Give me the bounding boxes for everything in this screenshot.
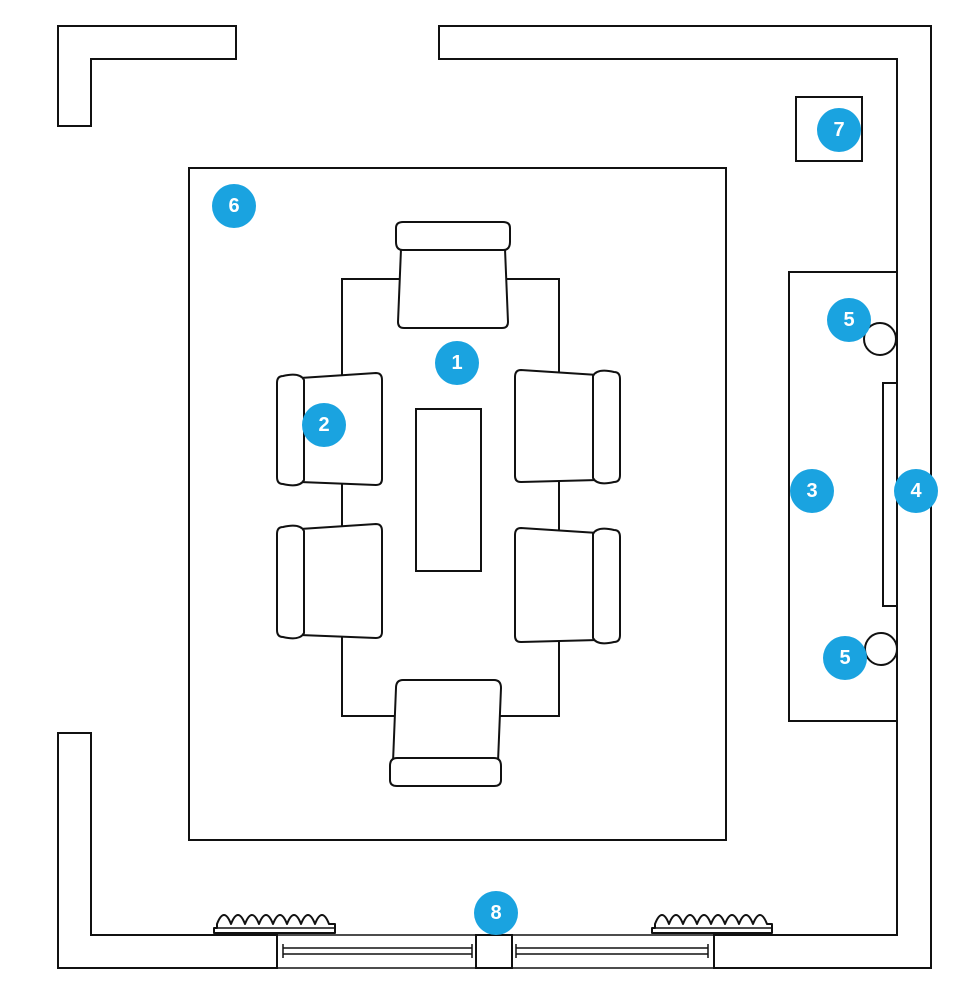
marker-2: 2 bbox=[302, 403, 346, 447]
marker-7: 7 bbox=[817, 108, 861, 152]
plant-row-left bbox=[213, 914, 336, 934]
marker-label: 5 bbox=[839, 647, 850, 669]
marker-label: 1 bbox=[451, 352, 462, 374]
chair-bottom bbox=[389, 679, 502, 787]
speaker-bottom bbox=[864, 632, 898, 666]
wall-bottom-pillar bbox=[475, 934, 513, 969]
table-centerpiece bbox=[415, 408, 482, 572]
marker-label: 2 bbox=[318, 414, 329, 436]
window-right bbox=[511, 934, 715, 969]
marker-8: 8 bbox=[474, 891, 518, 935]
marker-label: 3 bbox=[806, 480, 817, 502]
plant-row-right bbox=[651, 914, 773, 934]
chair-left-lower bbox=[276, 523, 383, 640]
marker-4: 4 bbox=[894, 469, 938, 513]
marker-6: 6 bbox=[212, 184, 256, 228]
marker-label: 7 bbox=[833, 119, 844, 141]
marker-1: 1 bbox=[435, 341, 479, 385]
marker-label: 4 bbox=[910, 480, 922, 502]
markers: 1 2 3 4 5 5 6 7 8 bbox=[212, 108, 938, 935]
marker-label: 6 bbox=[228, 195, 239, 217]
marker-label: 5 bbox=[843, 309, 854, 331]
marker-5-bottom: 5 bbox=[823, 636, 867, 680]
speaker-top bbox=[863, 322, 897, 356]
chair-top bbox=[395, 221, 511, 329]
rug bbox=[188, 167, 727, 841]
window-left bbox=[276, 934, 477, 969]
chair-right-upper bbox=[514, 369, 621, 485]
marker-3: 3 bbox=[790, 469, 834, 513]
wall-top-left bbox=[57, 25, 237, 127]
marker-5-top: 5 bbox=[827, 298, 871, 342]
chair-right-lower bbox=[514, 527, 621, 645]
side-table bbox=[795, 96, 863, 162]
bottom-windows bbox=[276, 934, 715, 969]
marker-label: 8 bbox=[490, 902, 501, 924]
